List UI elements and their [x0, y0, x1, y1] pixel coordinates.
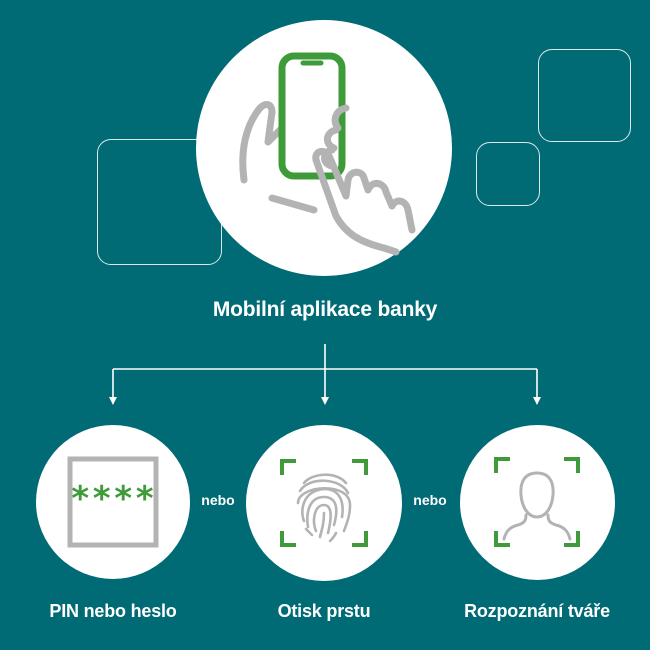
decor-square-right-large [538, 49, 631, 142]
separator-or-1: nebo [201, 492, 235, 508]
decor-square-right-small [476, 142, 540, 206]
main-title: Mobilní aplikace banky [212, 298, 438, 321]
fingerprint-icon [280, 459, 368, 547]
smartphone-hand-icon [239, 52, 416, 256]
fingerprint-method-circle [246, 425, 402, 581]
fingerprint-method-label: Otisk prstu [277, 601, 371, 621]
pin-code-icon [67, 456, 159, 548]
separator-or-2: nebo [413, 492, 447, 508]
face-method-circle [460, 425, 615, 580]
face-scan-icon [494, 457, 580, 547]
face-method-label: Rozpoznání tváře [464, 601, 610, 621]
pin-method-label: PIN nebo heslo [49, 601, 177, 621]
pin-code-text: **** [70, 479, 156, 519]
